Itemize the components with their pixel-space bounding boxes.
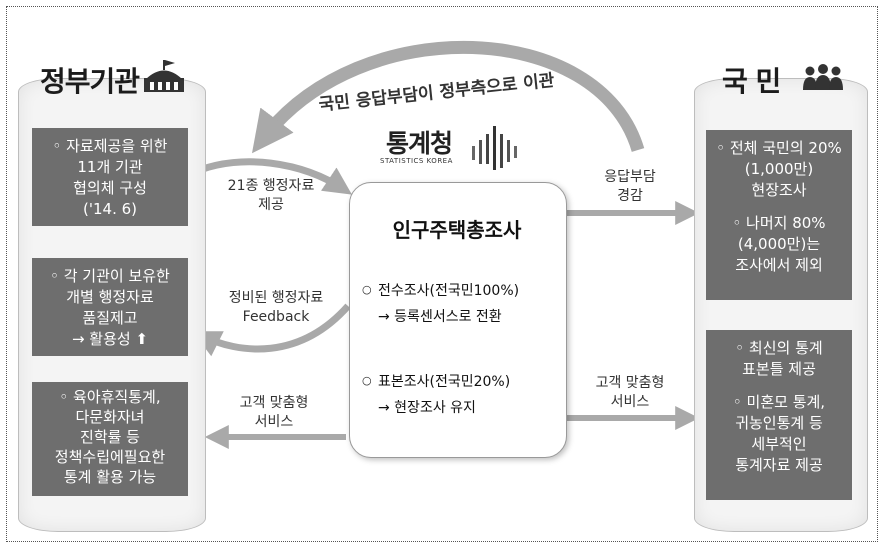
box-line <box>712 201 846 213</box>
box-line: ('14. 6) <box>83 200 137 218</box>
box-line: ◦ 자료제공을 위한 <box>52 137 168 155</box>
box-line <box>712 380 846 392</box>
statistics-korea-logo-text: 통계청 <box>386 129 453 158</box>
label-line: 고객 맞춤형 <box>595 375 665 391</box>
feedback-arc <box>192 303 351 357</box>
label-line: 서비스 <box>254 414 294 430</box>
box-line: 진학률 등 <box>80 428 140 446</box>
box-line: ◦ 각 기관이 보유한 <box>50 267 170 285</box>
statistics-korea-box <box>349 182 567 458</box>
label-line: Feedback <box>242 309 310 325</box>
label-line: 21종 행정자료 <box>227 178 315 194</box>
box-line: → 활용성 ⬆ <box>71 330 149 348</box>
sample-survey-text: 표본조사(전국민20%) <box>378 374 511 390</box>
census-title: 인구주택총조사 <box>392 218 522 242</box>
citizens-title: 국 민 <box>722 65 781 98</box>
box-line: (4,000만)는 <box>737 235 821 253</box>
admin-data-arc <box>198 158 352 195</box>
feedback-label: 정비된 행정자료 Feedback <box>206 289 346 327</box>
people-group-icon <box>803 64 843 90</box>
box-line: 세부적인 <box>751 435 807 453</box>
citizen-box-survey: ◦ 전체 국민의 20% (1,000만) 현장조사 ◦ 나머지 80% (4,… <box>706 130 852 300</box>
full-survey-sub: → 등록센서스로 전환 <box>378 309 502 325</box>
full-survey-text: 전수조사(전국민100%) <box>378 283 520 299</box>
top-transfer-arc <box>251 41 645 154</box>
box-line: 정책수립에필요한 <box>54 448 166 466</box>
box-line: ◦ 육아휴직통계, <box>59 388 161 406</box>
label-line: 고객 맞춤형 <box>239 395 309 411</box>
box-line: 귀농인통계 등 <box>735 414 823 432</box>
left-service-label: 고객 맞춤형 서비스 <box>214 394 334 432</box>
gov-box-quality: ◦ 각 기관이 보유한 개별 행정자료 품질제고 → 활용성 ⬆ <box>32 258 188 356</box>
admin-data-label: 21종 행정자료 제공 <box>206 177 336 215</box>
label-line: 정비된 행정자료 <box>228 290 324 306</box>
label-line: 응답부담 <box>604 169 656 185</box>
box-line: ◦ 미혼모 통계, <box>732 393 826 411</box>
diagram-frame <box>6 6 878 542</box>
box-line: 11개 기관 <box>77 158 143 176</box>
box-line: 통계자료 제공 <box>735 456 823 474</box>
box-line: 협의체 구성 <box>73 179 147 197</box>
bullet-circle-icon: ○ <box>362 283 372 296</box>
burden-label: 응답부담 경감 <box>572 168 688 206</box>
bullet-circle-icon: ○ <box>362 374 372 387</box>
box-line: 현장조사 <box>751 181 807 199</box>
gov-box-policy-stats: ◦ 육아휴직통계, 다문화자녀 진학률 등 정책수립에필요한 통계 활용 가능 <box>32 382 188 496</box>
government-building-icon <box>144 60 184 92</box>
box-line: ◦ 나머지 80% <box>732 214 826 232</box>
box-line: (1,000만) <box>744 160 814 178</box>
sample-survey-sub: → 현장조사 유지 <box>378 400 476 416</box>
statistics-korea-logo-sub: STATISTICS KOREA <box>380 157 453 165</box>
right-service-label: 고객 맞춤형 서비스 <box>572 374 688 412</box>
label-line: 서비스 <box>610 394 650 410</box>
statistics-bars-icon <box>472 126 517 170</box>
label-line: 제공 <box>258 197 284 213</box>
box-line: 개별 행정자료 <box>66 288 154 306</box>
box-line: 통계 활용 가능 <box>63 468 157 486</box>
label-line: 경감 <box>617 188 643 204</box>
citizen-box-stats: ◦ 최신의 통계 표본틀 제공 ◦ 미혼모 통계, 귀농인통계 등 세부적인 통… <box>706 330 852 500</box>
box-line: 조사에서 제외 <box>735 256 823 274</box>
government-title: 정부기관 <box>40 65 140 98</box>
box-line: ◦ 최신의 통계 <box>735 339 823 357</box>
box-line: ◦ 전체 국민의 20% <box>716 139 842 157</box>
gov-box-council: ◦ 자료제공을 위한 11개 기관 협의체 구성 ('14. 6) <box>32 128 188 226</box>
box-line: 표본틀 제공 <box>742 360 816 378</box>
box-line: 품질제고 <box>82 309 138 327</box>
box-line: 다문화자녀 <box>75 408 145 426</box>
